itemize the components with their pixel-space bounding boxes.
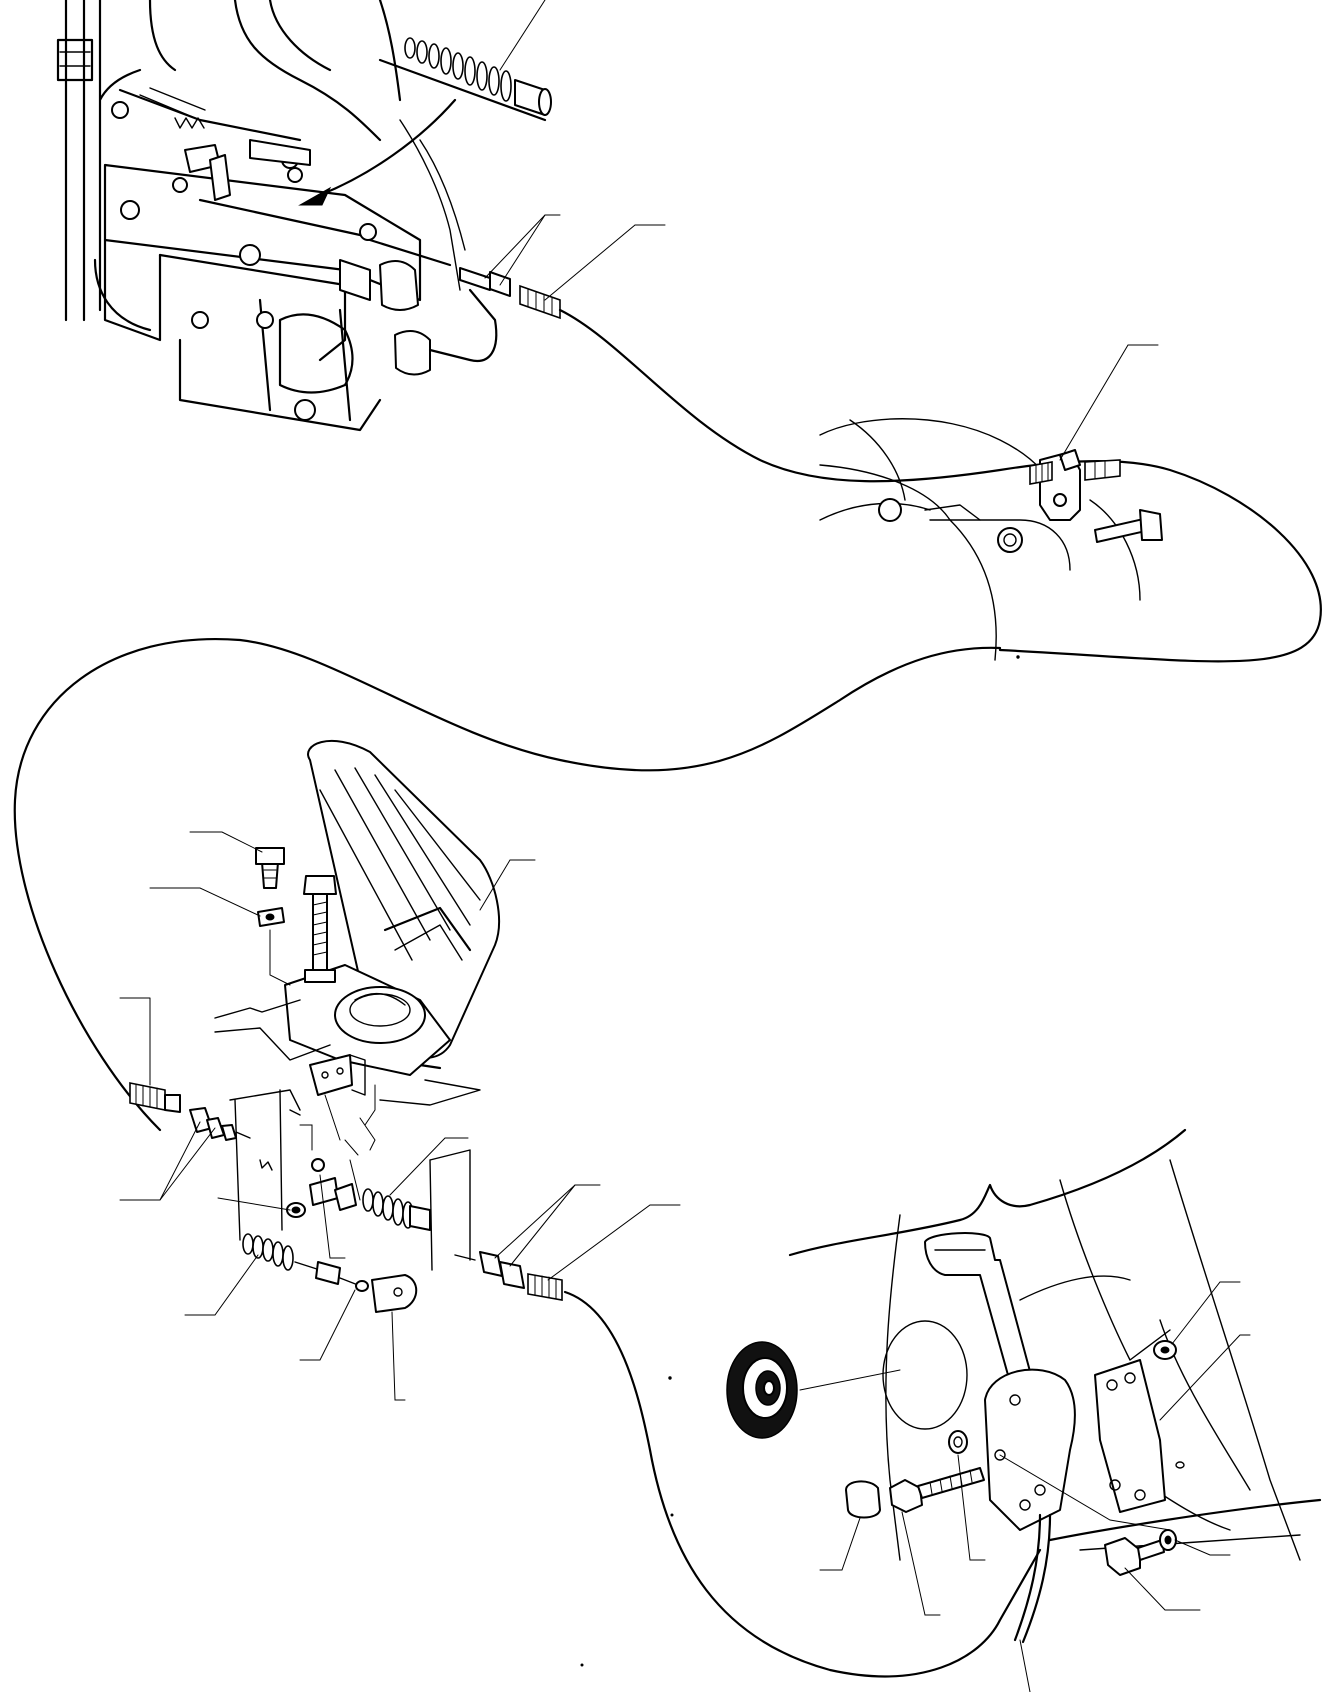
transmission-housing-section xyxy=(819,418,1141,661)
pedal-end-cable-sleeve xyxy=(129,1082,166,1111)
cable-clamp-bracket xyxy=(1029,344,1163,543)
cable-clamp-sleeve xyxy=(1029,461,1053,485)
pedal-end-cable-fittings xyxy=(119,997,251,1201)
return-spring-detail xyxy=(298,0,552,206)
floor-panel-section xyxy=(214,999,481,1271)
cable-guide-grommet xyxy=(726,1341,901,1439)
bracket-bolt-and-washer xyxy=(149,831,291,986)
engine-injection-pump-assembly xyxy=(56,0,498,432)
lever-cover-plate xyxy=(1094,1359,1166,1513)
pump-end-cable-sleeve xyxy=(519,284,561,320)
pedal-stop-bolt xyxy=(303,875,337,983)
lower-spring-and-clevis xyxy=(184,1233,418,1401)
lever-knob xyxy=(845,1480,881,1519)
lever-end-cable-fittings xyxy=(454,1184,681,1301)
accelerator-pedal xyxy=(284,739,536,1141)
pump-end-cable-fittings xyxy=(459,214,666,320)
return-spring xyxy=(404,37,552,116)
lever-end-cable-sleeve xyxy=(527,1273,563,1301)
throttle-cable xyxy=(13,308,1322,1132)
link-spring xyxy=(362,1188,431,1231)
hand-throttle-cable xyxy=(563,1290,1042,1678)
scan-specks xyxy=(580,655,1020,1667)
cable-pedal-link xyxy=(217,1084,469,1259)
pivot-screw-and-washer xyxy=(889,1430,985,1513)
hand-throttle-lever-assembly xyxy=(788,1128,1322,1692)
mounting-bolt xyxy=(1104,1529,1177,1576)
clamp-bolt xyxy=(1094,509,1163,543)
